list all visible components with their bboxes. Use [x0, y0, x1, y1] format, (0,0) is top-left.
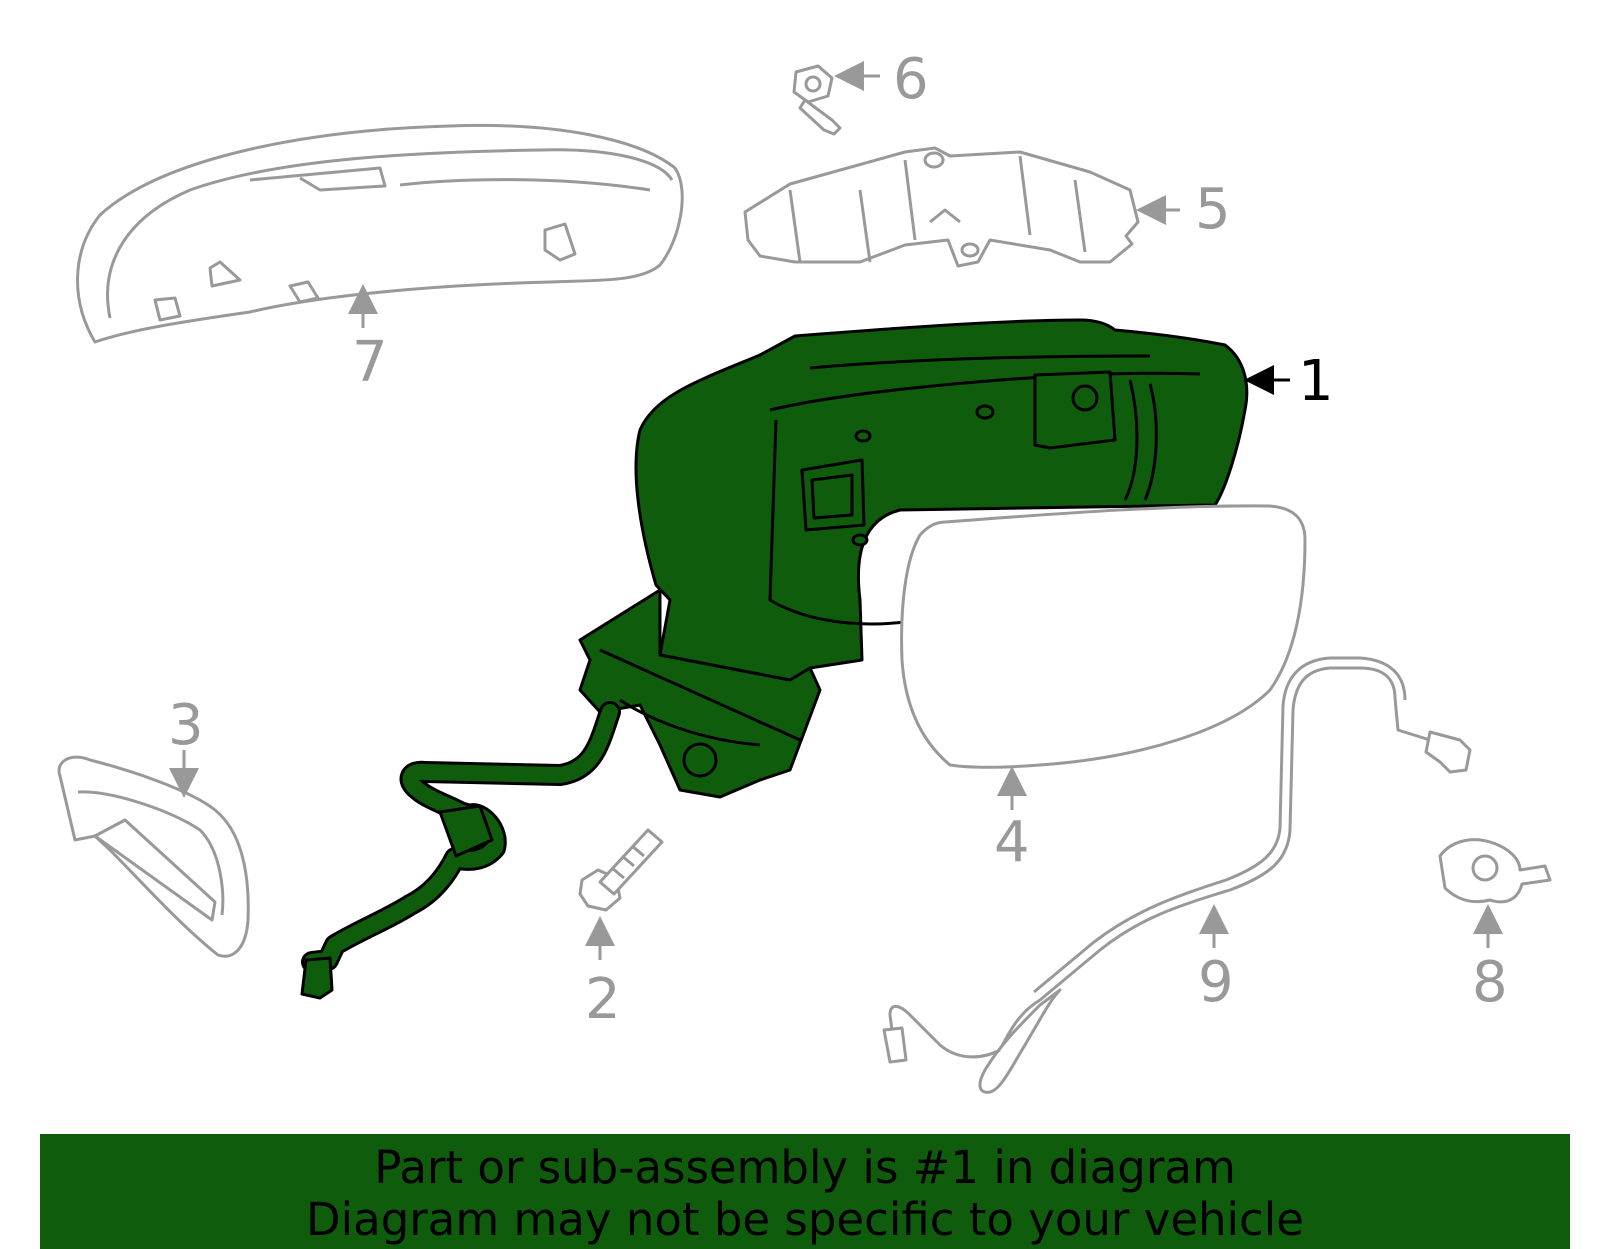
part-8-clip: [1438, 838, 1552, 904]
info-banner: Part or sub-assembly is #1 in diagram Di…: [40, 1134, 1570, 1249]
callout-1: 1: [1298, 349, 1334, 414]
callout-4: 4: [994, 810, 1030, 875]
callout-2: 2: [585, 967, 621, 1032]
part-6-screw: [792, 64, 842, 136]
callout-7: 7: [352, 330, 388, 395]
callout-8: 8: [1472, 950, 1508, 1015]
callout-6: 6: [893, 47, 929, 112]
part-3-lamp: [57, 755, 250, 958]
banner-line-part-number: Part or sub-assembly is #1 in diagram: [374, 1141, 1236, 1194]
part-1-mirror-assembly: [300, 318, 1249, 1000]
callout-9: 9: [1198, 950, 1234, 1015]
banner-line-disclaimer: Diagram may not be specific to your vehi…: [306, 1193, 1304, 1246]
part-5-bracket: [743, 146, 1140, 268]
part-7-mirror-cover: [76, 124, 684, 344]
part-2-bolt: [578, 828, 664, 912]
part-9-harness: [882, 656, 1472, 1094]
callout-5: 5: [1195, 177, 1231, 242]
callout-3: 3: [168, 693, 204, 758]
part-4-mirror-glass: [900, 504, 1307, 769]
